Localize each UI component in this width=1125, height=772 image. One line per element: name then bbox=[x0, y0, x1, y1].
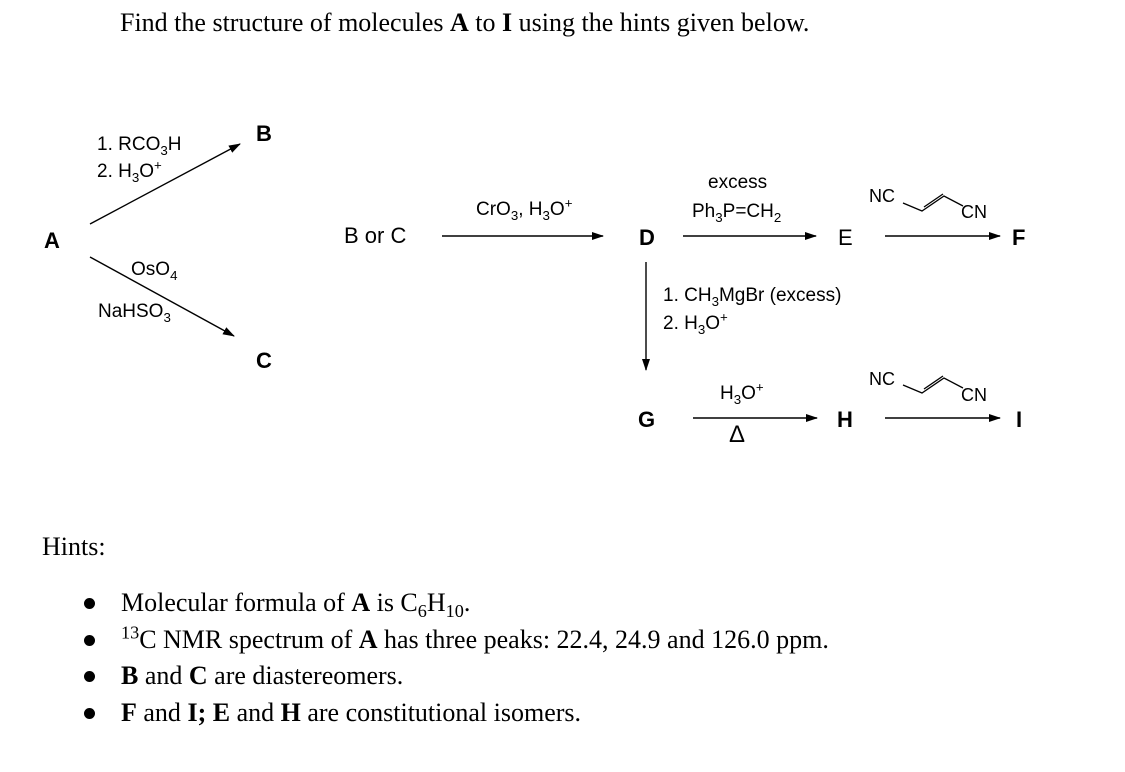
reagent-grignard-workup: 2. H3O+ bbox=[663, 309, 728, 337]
reagent-osmium-tetroxide: OsO4 bbox=[131, 259, 178, 283]
dienophile-structure-top bbox=[902, 193, 964, 212]
heat-symbol: Δ bbox=[729, 421, 746, 448]
label-d: D bbox=[639, 225, 655, 250]
reagent-excess: excess bbox=[708, 172, 768, 193]
arrow-a-to-b bbox=[89, 143, 241, 225]
question-title: Find the structure of molecules A to I u… bbox=[120, 8, 809, 38]
dienophile-structure-bottom bbox=[902, 375, 964, 394]
label-f: F bbox=[1012, 225, 1026, 250]
title-text: Find the structure of molecules bbox=[120, 8, 450, 37]
title-a: A bbox=[449, 8, 469, 37]
title-end: using the hints given below. bbox=[512, 8, 810, 37]
nitrile-nc-bottom: NC bbox=[869, 369, 895, 389]
title-to: to bbox=[468, 8, 502, 37]
bullet-icon bbox=[84, 598, 95, 609]
hints-list: Molecular formula of A is C6H10. 13C NMR… bbox=[0, 588, 829, 734]
bullet-icon bbox=[84, 671, 95, 682]
title-i: I bbox=[502, 8, 513, 37]
label-e: E bbox=[838, 225, 853, 250]
label-c: C bbox=[256, 348, 272, 373]
hint-constitutional-isomers: F and I; E and H are constitutional isom… bbox=[0, 698, 829, 735]
nitrile-cn-bottom: CN bbox=[961, 385, 987, 405]
reagent-acid-workup: 2. H3O+ bbox=[97, 157, 162, 185]
nitrile-cn-top: CN bbox=[961, 202, 987, 222]
b-or-c-text: B or C bbox=[344, 223, 407, 248]
reagent-acid: H3O+ bbox=[720, 379, 764, 407]
bullet-icon bbox=[84, 634, 95, 646]
nitrile-nc-top: NC bbox=[869, 186, 895, 206]
reagent-wittig: Ph3P=CH2 bbox=[692, 201, 782, 225]
reagent-jones: CrO3, H3O+ bbox=[476, 195, 573, 223]
reagent-peracid: 1. RCO3H bbox=[97, 134, 182, 158]
label-b-or-c: B or C bbox=[344, 223, 406, 249]
hints-title: Hints: bbox=[42, 532, 106, 561]
label-a: A bbox=[44, 228, 60, 253]
reagent-grignard: 1. CH3MgBr (excess) bbox=[663, 285, 842, 309]
bullet-icon bbox=[84, 707, 95, 719]
hint-diastereomers: B and C are diastereomers. bbox=[0, 661, 829, 698]
reagent-sodium-bisulfite: NaHSO3 bbox=[98, 301, 171, 325]
label-h: H bbox=[837, 407, 853, 432]
label-b: B bbox=[256, 121, 272, 146]
arrow-a-to-c bbox=[89, 256, 235, 337]
label-i: I bbox=[1016, 407, 1023, 432]
hint-molecular-formula: Molecular formula of A is C6H10. bbox=[0, 588, 829, 625]
label-g: G bbox=[638, 407, 656, 432]
hint-nmr: 13C NMR spectrum of A has three peaks: 2… bbox=[0, 623, 829, 662]
